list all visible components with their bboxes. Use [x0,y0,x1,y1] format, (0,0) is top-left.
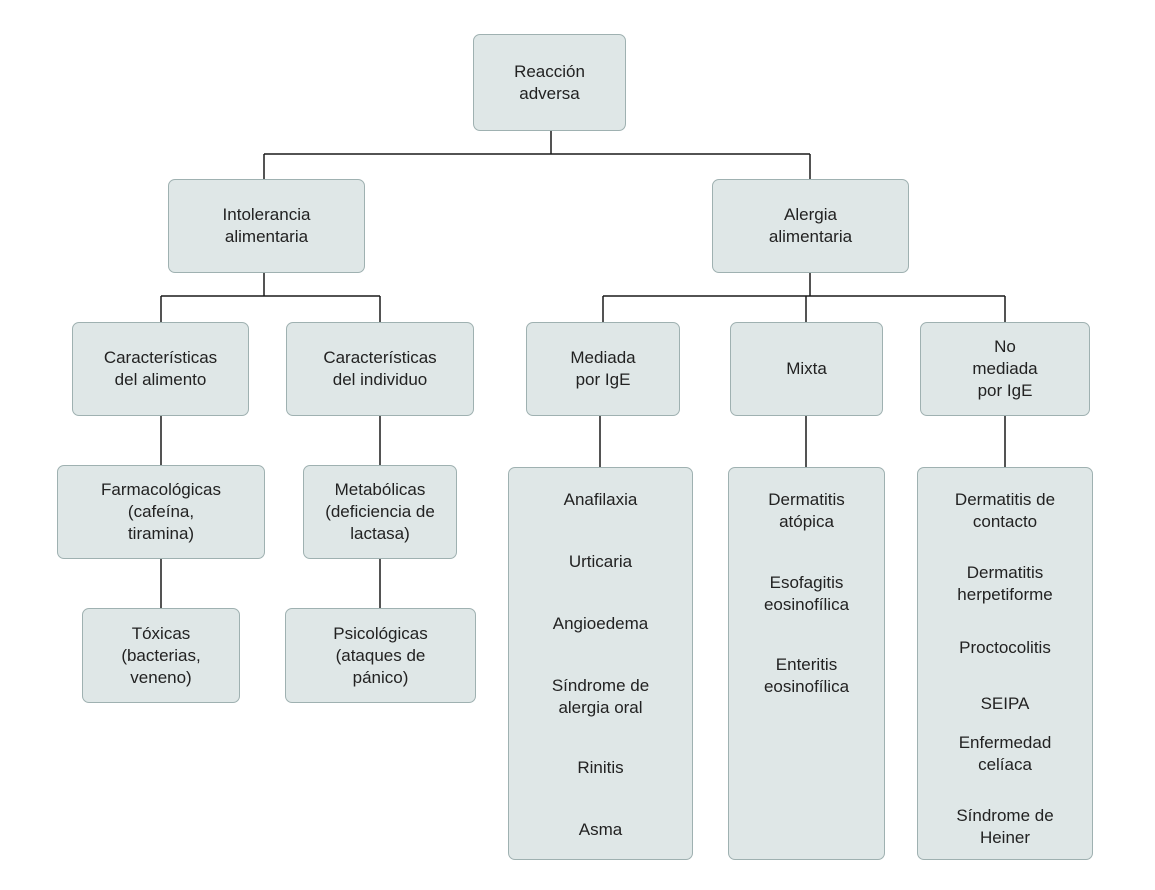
node-label: Tóxicas (bacterias, veneno) [121,623,201,687]
list-item: Dermatitis herpetiforme [957,563,1053,604]
list-mediada-ige: Anafilaxia Urticaria Angioedema Síndrome… [508,467,693,860]
node-label: Reacción adversa [514,61,585,103]
node-label: Mixta [786,359,827,378]
node-mediada-ige: Mediada por IgE [526,322,680,416]
list-item: Anafilaxia [563,490,638,509]
list-item: Enfermedad celíaca [958,733,1052,774]
node-reaccion-adversa: Reacción adversa [473,34,626,131]
node-label: Características del alimento [103,348,218,389]
node-no-mediada-ige: No mediada por IgE [920,322,1090,416]
node-metabolicas: Metabólicas (deficiencia de lactasa) [303,465,457,559]
node-label: Farmacológicas (cafeína, tiramina) [101,480,221,543]
node-label: Características del individuo [323,348,437,389]
node-caracteristicas-individuo: Características del individuo [286,322,474,416]
list-item: Dermatitis de contacto [954,490,1056,531]
node-farmacologicas: Farmacológicas (cafeína, tiramina) [57,465,265,559]
node-psicologicas: Psicológicas (ataques de pánico) [285,608,476,703]
list-item: Síndrome de Heiner [956,806,1054,847]
node-toxicas: Tóxicas (bacterias, veneno) [82,608,240,703]
list-item: Síndrome de alergia oral [551,676,650,717]
node-mixta: Mixta [730,322,883,416]
node-label: No mediada por IgE [972,337,1038,400]
node-label: Intolerancia alimentaria [222,205,311,246]
node-caracteristicas-alimento: Características del alimento [72,322,249,416]
list-item: Enteritis eosinofílica [763,655,850,696]
list-no-mediada-ige: Dermatitis de contacto Dermatitis herpet… [917,467,1093,860]
list-item: Dermatitis atópica [768,490,845,531]
list-item: Proctocolitis [959,638,1051,657]
node-alergia-alimentaria: Alergia alimentaria [712,179,909,273]
list-item: Rinitis [577,758,624,777]
node-label: Alergia alimentaria [768,205,853,246]
list-item: Esofagitis eosinofílica [763,573,850,614]
list-item: Urticaria [568,552,633,571]
list-item: Asma [578,820,623,839]
list-item: SEIPA [980,694,1030,713]
node-label: Mediada por IgE [570,348,636,389]
node-label: Metabólicas (deficiencia de lactasa) [325,480,435,543]
list-item: Angioedema [552,614,649,633]
node-intolerancia-alimentaria: Intolerancia alimentaria [168,179,365,273]
list-mixta: Dermatitis atópica Esofagitis eosinofíli… [728,467,885,860]
node-label: Psicológicas (ataques de pánico) [333,623,428,687]
